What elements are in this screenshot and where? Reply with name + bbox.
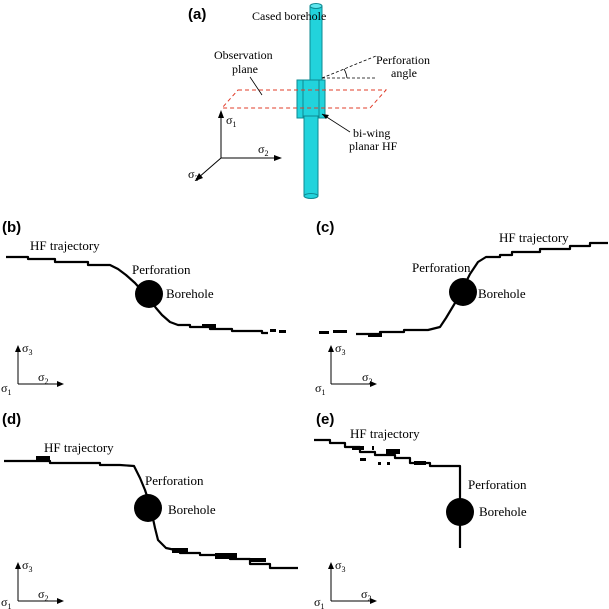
cased-borehole-label: Cased borehole (252, 9, 326, 23)
perforation-angle-arc (343, 68, 348, 79)
panel-d-letter: (d) (2, 411, 21, 428)
stress-axes-a: σ1 σ2 σ3 (188, 110, 282, 183)
borehole-circle-e (446, 498, 474, 526)
svg-text:σ2: σ2 (38, 587, 48, 603)
borehole-circle-b (135, 280, 163, 308)
observation-plane-label-2: plane (232, 62, 258, 76)
panel-c-letter: (c) (316, 219, 334, 236)
perforation-angle-dashed-line (321, 55, 377, 79)
perforation-angle-label-1: Perforation (376, 53, 430, 67)
observation-plane-label-1: Observation (214, 48, 273, 62)
sigma2-label-a: σ2 (258, 142, 268, 158)
panel-d: (d) HF trajectory Perforation Borehole σ… (1, 411, 298, 609)
perforation-label-d: Perforation (145, 473, 204, 488)
sigma3-label-a: σ3 (188, 167, 198, 183)
panel-b-letter: (b) (2, 219, 21, 236)
svg-text:σ3: σ3 (22, 341, 32, 357)
svg-text:σ1: σ1 (1, 381, 11, 397)
borehole-label-c: Borehole (478, 286, 526, 301)
stress-axes-e: σ3 σ2 σ1 (314, 558, 377, 609)
svg-text:σ2: σ2 (362, 370, 372, 386)
perforation-angle-label-2: angle (391, 66, 417, 80)
svg-text:σ2: σ2 (38, 370, 48, 386)
casing-lower (303, 115, 319, 197)
hf-trajectory-path-e (314, 438, 462, 548)
stress-axes-c: σ3 σ2 σ1 (315, 341, 377, 397)
cased-borehole-pipe (296, 3, 326, 199)
perforation-label-c: Perforation (412, 260, 471, 275)
hf-trajectory-label-c: HF trajectory (499, 230, 569, 245)
stress-axes-b: σ3 σ2 σ1 (1, 341, 64, 397)
svg-text:σ1: σ1 (314, 595, 324, 609)
borehole-label-e: Borehole (479, 504, 527, 519)
panel-c: (c) HF trajectory Perforation Borehole σ… (315, 219, 608, 397)
perforation-label-e: Perforation (468, 477, 527, 492)
observation-plane-leader (249, 76, 263, 96)
borehole-circle-d (134, 494, 162, 522)
perforation-label-b: Perforation (132, 262, 191, 277)
panel-a: (a) Cased borehole Observation plane Per… (188, 3, 430, 199)
hf-trajectory-path-c (356, 241, 608, 336)
svg-text:σ1: σ1 (315, 381, 325, 397)
svg-text:σ3: σ3 (335, 341, 345, 357)
borehole-label-b: Borehole (166, 286, 214, 301)
panel-a-letter: (a) (188, 6, 206, 23)
panel-e-letter: (e) (316, 411, 334, 428)
hf-trajectory-label-d: HF trajectory (44, 440, 114, 455)
borehole-circle-c (449, 278, 477, 306)
casing-top-cap (309, 3, 323, 9)
borehole-label-d: Borehole (168, 502, 216, 517)
svg-text:σ3: σ3 (335, 558, 345, 574)
hf-trajectory-label-e: HF trajectory (350, 426, 420, 441)
bi-wing-label-1: bi-wing (353, 126, 390, 140)
sigma1-label-a: σ1 (226, 113, 236, 129)
observation-plane-outline (220, 89, 388, 109)
panel-e: (e) HF trajectory Perforation Borehole σ… (314, 411, 527, 609)
stress-axes-d: σ3 σ2 σ1 (1, 558, 64, 609)
svg-text:σ3: σ3 (22, 558, 32, 574)
svg-text:σ1: σ1 (1, 595, 11, 609)
svg-text:σ2: σ2 (361, 587, 371, 603)
perforation-section (296, 79, 326, 119)
hf-trajectory-label-b: HF trajectory (30, 238, 100, 253)
bi-wing-label-2: planar HF (349, 139, 398, 153)
panel-b: (b) HF trajectory Perforation Borehole σ… (1, 219, 286, 397)
